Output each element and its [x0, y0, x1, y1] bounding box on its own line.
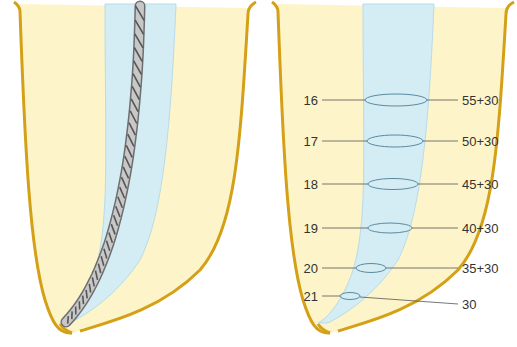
file-number: 17: [304, 134, 318, 149]
diameter-label: 55+30: [462, 93, 499, 108]
taper-ellipses: [340, 94, 427, 300]
diameter-label: 45+30: [462, 177, 499, 192]
file-number: 19: [304, 221, 318, 236]
endodontic-file: [66, 6, 144, 324]
diameter-label: 40+30: [462, 221, 499, 236]
file-number: 21: [304, 289, 318, 304]
diameter-label: 35+30: [462, 261, 499, 276]
tooth-outline: [272, 2, 514, 333]
diameter-label: 30: [462, 297, 476, 312]
leader-lines: [322, 100, 458, 304]
file-number: 16: [304, 93, 318, 108]
file-number: 20: [304, 261, 318, 276]
diameter-label: 50+30: [462, 134, 499, 149]
file-number: 18: [304, 177, 318, 192]
tooth-outline: [14, 2, 256, 333]
